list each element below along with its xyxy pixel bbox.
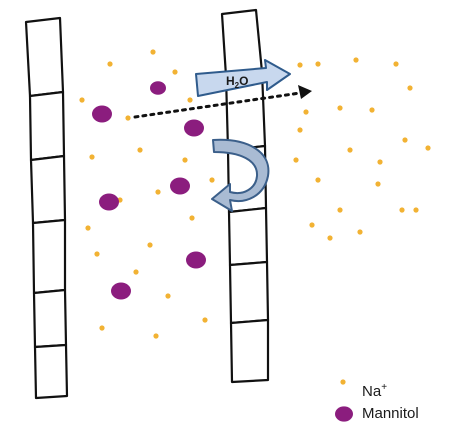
legend-mannitol: Mannitol [362, 405, 419, 422]
right-cell-1 [220, 8, 264, 78]
sodium-ion [155, 189, 161, 195]
sodium-ion [375, 181, 381, 187]
left-cell-4 [31, 218, 67, 295]
mannitol-molecule [170, 177, 190, 195]
sodium-ion [85, 225, 91, 231]
legend-sodium-dot [340, 379, 346, 385]
curved-reflux-arrow [211, 138, 270, 212]
sodium-ion [337, 105, 343, 111]
sodium-ion [303, 109, 309, 115]
sodium-ion [293, 157, 299, 163]
sodium-ion [172, 69, 178, 75]
sodium-ion [297, 62, 303, 68]
sodium-ion [133, 269, 139, 275]
sodium-ion [347, 147, 353, 153]
sodium-ion [315, 61, 321, 67]
sodium-ion [407, 85, 413, 91]
left-cell-3 [29, 154, 67, 225]
mannitol-molecule [99, 193, 119, 211]
sodium-ion-group [79, 49, 431, 385]
sodium-ion [353, 57, 359, 63]
sodium-ion [399, 207, 405, 213]
left-cell-5 [32, 288, 68, 349]
sodium-ion [393, 61, 399, 67]
sodium-ion [309, 222, 315, 228]
sodium-ion [369, 107, 375, 113]
sodium-ion [125, 115, 131, 121]
sodium-ion [187, 97, 193, 103]
sodium-ion [337, 207, 343, 213]
legend-mannitol-label: Mannitol [362, 405, 419, 422]
sodium-ion [413, 207, 419, 213]
water-arrow: H2O [195, 59, 291, 97]
sodium-ion [202, 317, 208, 323]
right-cell-4 [227, 206, 269, 267]
sodium-ion [137, 147, 143, 153]
mannitol-molecule [111, 282, 131, 300]
diffusion-arrow [133, 85, 312, 119]
sodium-ion [377, 159, 383, 165]
legend-mannitol-swatch [335, 406, 353, 422]
mannitol-molecule [92, 105, 112, 123]
legend-sodium: Na+ [362, 382, 387, 400]
left-cell-1 [24, 16, 65, 98]
sodium-ion [107, 61, 113, 67]
sodium-ion [357, 229, 363, 235]
sodium-ion [327, 235, 333, 241]
sodium-ion [99, 325, 105, 331]
left-cell-column [24, 16, 69, 400]
sodium-ion [165, 293, 171, 299]
sodium-ion [315, 177, 321, 183]
sodium-ion [153, 333, 159, 339]
sodium-ion [79, 97, 85, 103]
sodium-ion [189, 215, 195, 221]
sodium-ion [147, 242, 153, 248]
water-arrow-label: H2O [226, 74, 248, 90]
legend-sodium-label: Na+ [362, 382, 388, 400]
sodium-ion [297, 127, 303, 133]
sodium-ion [182, 157, 188, 163]
right-cell-5 [228, 260, 270, 325]
sodium-ion [209, 177, 215, 183]
mannitol-molecule [186, 251, 206, 269]
sodium-ion [150, 49, 156, 55]
sodium-ion [89, 154, 95, 160]
right-cell-6 [229, 318, 270, 384]
mannitol-molecule [184, 119, 204, 137]
mannitol-group [92, 81, 353, 422]
left-cell-6 [33, 343, 69, 400]
left-cell-2 [28, 90, 66, 162]
mannitol-molecule [150, 81, 166, 95]
sodium-ion [425, 145, 431, 151]
sodium-ion [94, 251, 100, 257]
sodium-ion [402, 137, 408, 143]
